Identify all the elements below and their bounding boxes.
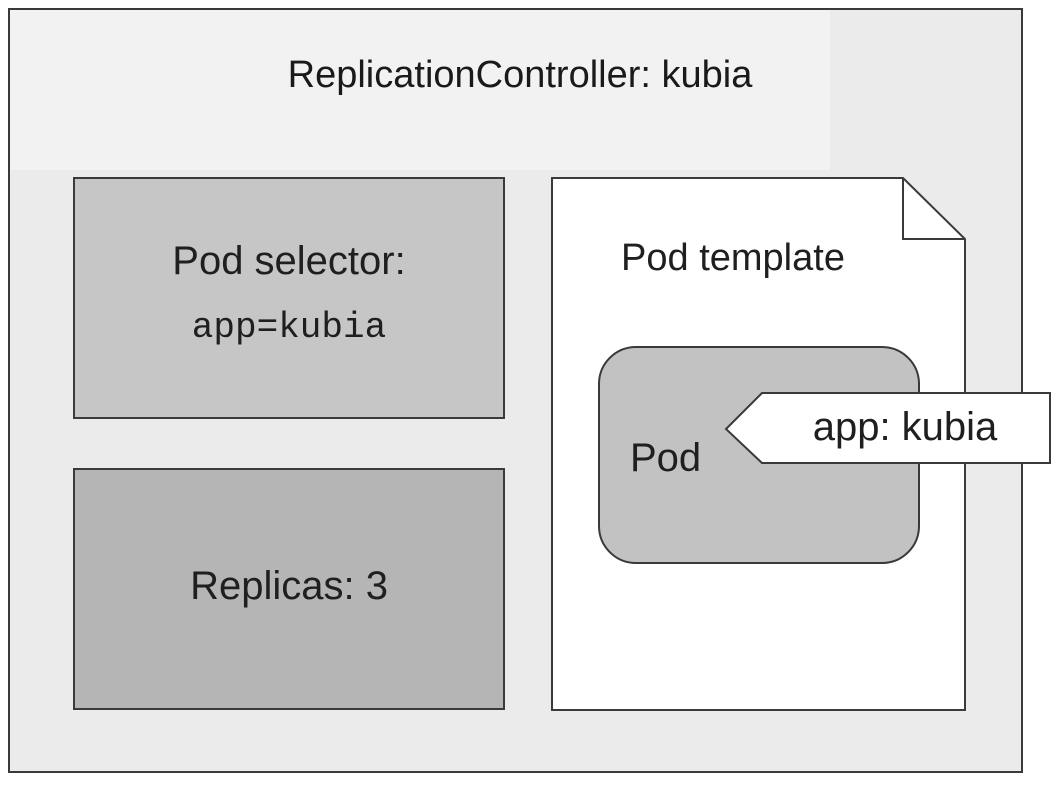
replicas-box: Replicas: 3 <box>73 468 505 710</box>
pod-template-page-fold <box>902 178 965 240</box>
pod-selector-label: Pod selector: <box>172 239 406 283</box>
title-band <box>10 10 830 170</box>
replicas-label: Replicas: 3 <box>190 564 388 608</box>
diagram-title: ReplicationController: kubia <box>0 54 1030 97</box>
pod-selector-box: Pod selector: app=kubia <box>73 177 505 419</box>
pod-label-tag-shape <box>724 392 1051 464</box>
pod-selector-value: app=kubia <box>191 307 387 348</box>
pod-label: Pod <box>630 436 702 480</box>
pod-label-tag <box>724 392 1051 464</box>
diagram-title-text: ReplicationController: kubia <box>287 54 753 96</box>
pod-label-tag-text: app: kubia <box>812 405 998 449</box>
pod-template-label: Pod template <box>621 237 845 279</box>
